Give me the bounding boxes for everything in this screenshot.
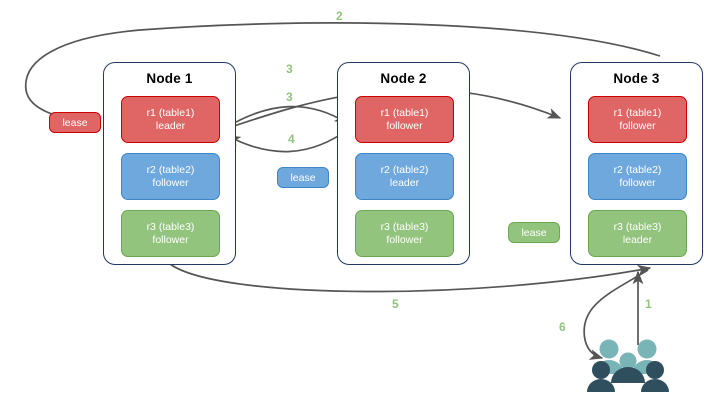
replica-name: r2 (table2)	[380, 163, 429, 176]
replica-name: r2 (table2)	[146, 163, 195, 176]
replica-r2[interactable]: r2 (table2) follower	[121, 153, 220, 200]
arrow-step-6	[583, 269, 649, 360]
replica-r2[interactable]: r2 (table2) follower	[588, 153, 687, 200]
replica-r2[interactable]: r2 (table2) leader	[355, 153, 454, 200]
node-card-node1[interactable]: Node 1 r1 (table1) leader r2 (table2) fo…	[103, 62, 236, 265]
node-title: Node 3	[613, 71, 660, 86]
node-title: Node 1	[146, 71, 193, 86]
replica-r3[interactable]: r3 (table3) leader	[588, 210, 687, 257]
replica-r1[interactable]: r1 (table1) follower	[588, 96, 687, 143]
replica-r3[interactable]: r3 (table3) follower	[355, 210, 454, 257]
step-label-4: 4	[288, 132, 295, 146]
replica-role: follower	[386, 233, 423, 246]
replica-role: follower	[619, 176, 656, 189]
step-label-5: 5	[392, 297, 399, 311]
arrow-step-3-lower	[221, 105, 349, 131]
replica-name: r3 (table3)	[146, 220, 195, 233]
replica-role: leader	[389, 176, 420, 189]
arrow-step-4	[226, 127, 351, 153]
lease-token-r2[interactable]: lease	[277, 167, 329, 188]
replica-r3[interactable]: r3 (table3) follower	[121, 210, 220, 257]
arrow-step-5	[169, 263, 652, 293]
replica-role: leader	[155, 119, 186, 132]
replica-name: r1 (table1)	[613, 106, 662, 119]
step-label-2: 2	[336, 9, 343, 23]
step-label-1: 1	[645, 297, 652, 311]
replica-role: follower	[619, 119, 656, 132]
node-card-node2[interactable]: Node 2 r1 (table1) follower r2 (table2) …	[337, 62, 470, 265]
replica-name: r3 (table3)	[380, 220, 429, 233]
replica-role: follower	[152, 233, 189, 246]
lease-token-r3[interactable]: lease	[508, 222, 560, 243]
step-label-3a: 3	[286, 62, 293, 76]
replica-role: leader	[622, 233, 653, 246]
users-front-row	[587, 361, 669, 392]
replica-name: r1 (table1)	[146, 106, 195, 119]
replica-r1[interactable]: r1 (table1) follower	[355, 96, 454, 143]
node-title: Node 2	[380, 71, 427, 86]
replica-role: follower	[152, 176, 189, 189]
replica-name: r1 (table1)	[380, 106, 429, 119]
replica-role: follower	[386, 119, 423, 132]
replica-name: r3 (table3)	[613, 220, 662, 233]
arrow-step-2	[24, 22, 661, 127]
step-label-3b: 3	[286, 90, 293, 104]
replica-r1[interactable]: r1 (table1) leader	[121, 96, 220, 143]
replica-name: r2 (table2)	[613, 163, 662, 176]
node-card-node3[interactable]: Node 3 r1 (table1) follower r2 (table2) …	[570, 62, 703, 265]
step-label-6: 6	[559, 320, 566, 334]
